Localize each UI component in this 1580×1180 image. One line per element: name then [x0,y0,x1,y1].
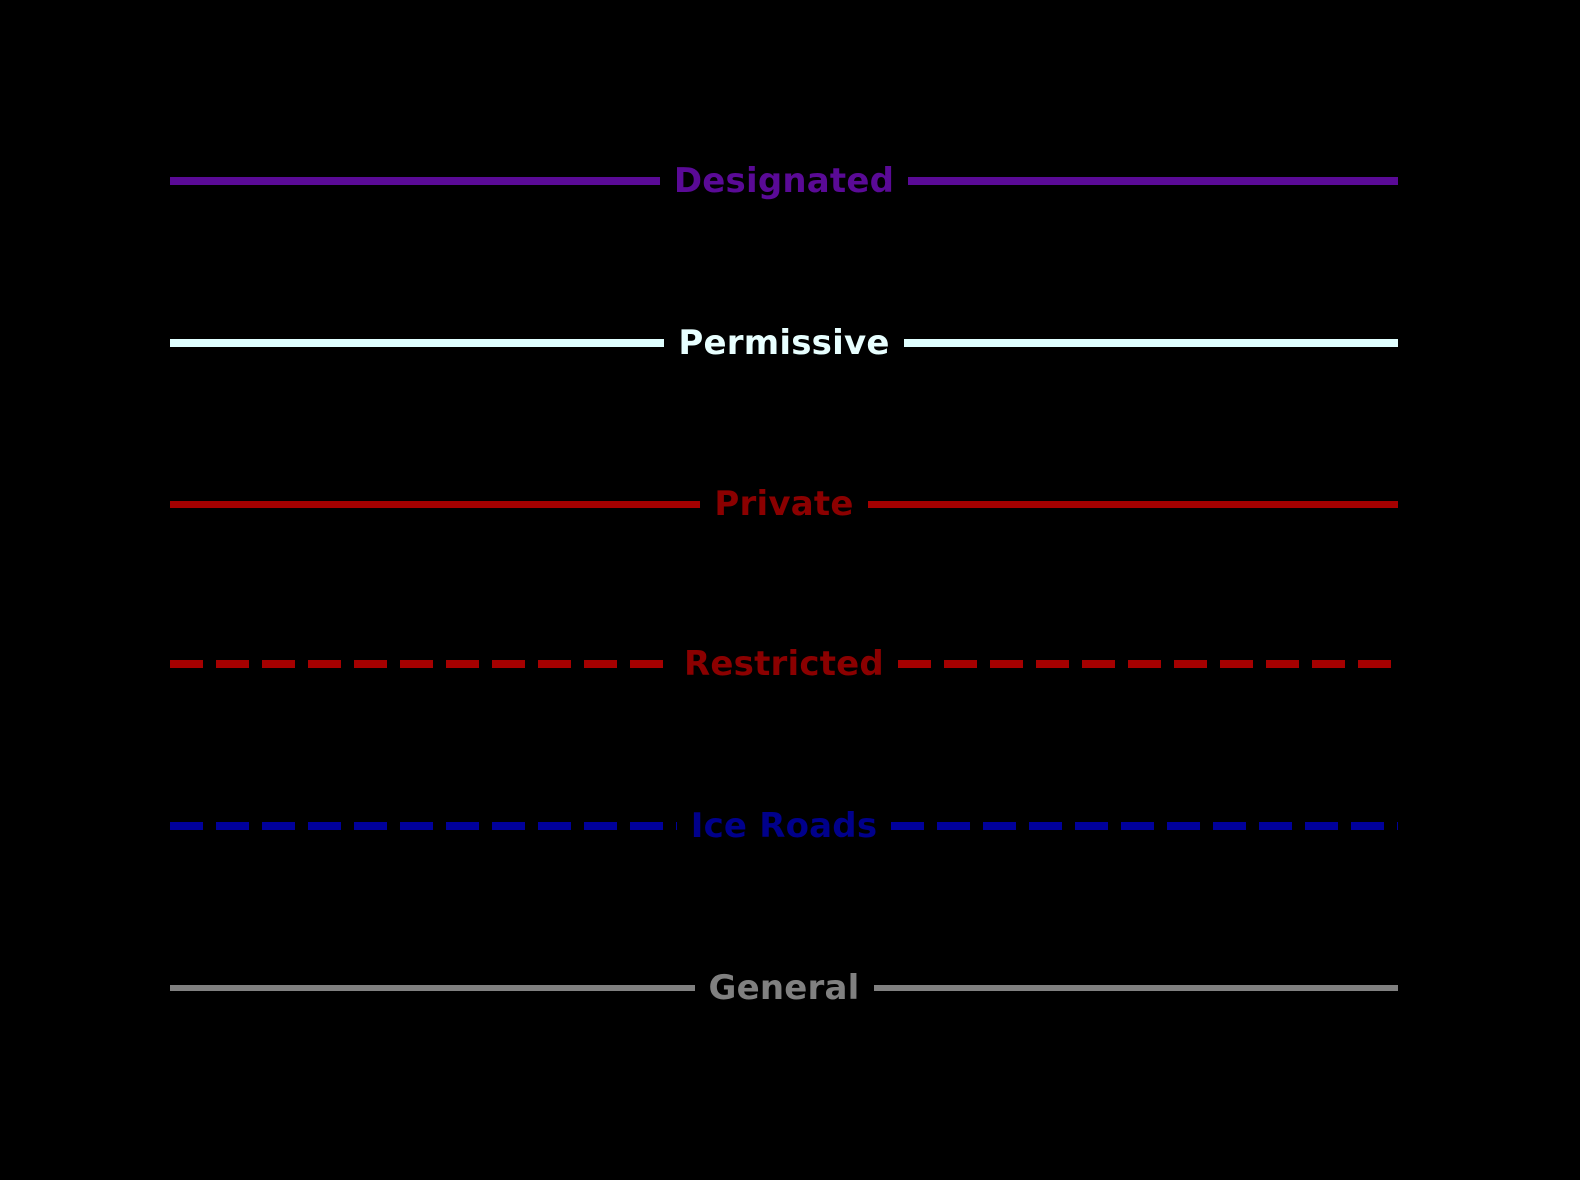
line-sample-restricted-left [170,660,671,668]
legend-label-restricted: Restricted [684,644,884,684]
legend-row-ice-roads[interactable]: Ice Roads [170,809,1398,843]
line-sample-private-left [170,500,701,508]
line-sample-permissive-right [903,339,1398,347]
line-sample-designated-right [908,177,1398,185]
line-sample-ice-roads-right [891,822,1398,830]
legend-label-general: General [708,968,860,1008]
line-sample-designated-left [170,177,660,185]
line-sample-restricted-right [897,660,1398,668]
legend-label-ice-roads: Ice Roads [690,806,878,846]
line-sample-general-right [873,985,1398,991]
legend-row-permissive[interactable]: Permissive [170,326,1398,360]
legend-label-private: Private [714,484,854,524]
line-sample-ice-roads-left [170,822,677,830]
line-sample-general-left [170,985,695,991]
legend-row-private[interactable]: Private [170,484,1399,524]
legend-row-general[interactable]: General [170,971,1398,1005]
legend-label-permissive: Permissive [678,323,890,363]
line-sample-private-right [867,500,1399,508]
legend-row-restricted[interactable]: Restricted [170,647,1398,681]
line-sample-permissive-left [170,339,665,347]
legend-label-designated: Designated [673,161,895,201]
legend-row-designated[interactable]: Designated [170,164,1398,198]
